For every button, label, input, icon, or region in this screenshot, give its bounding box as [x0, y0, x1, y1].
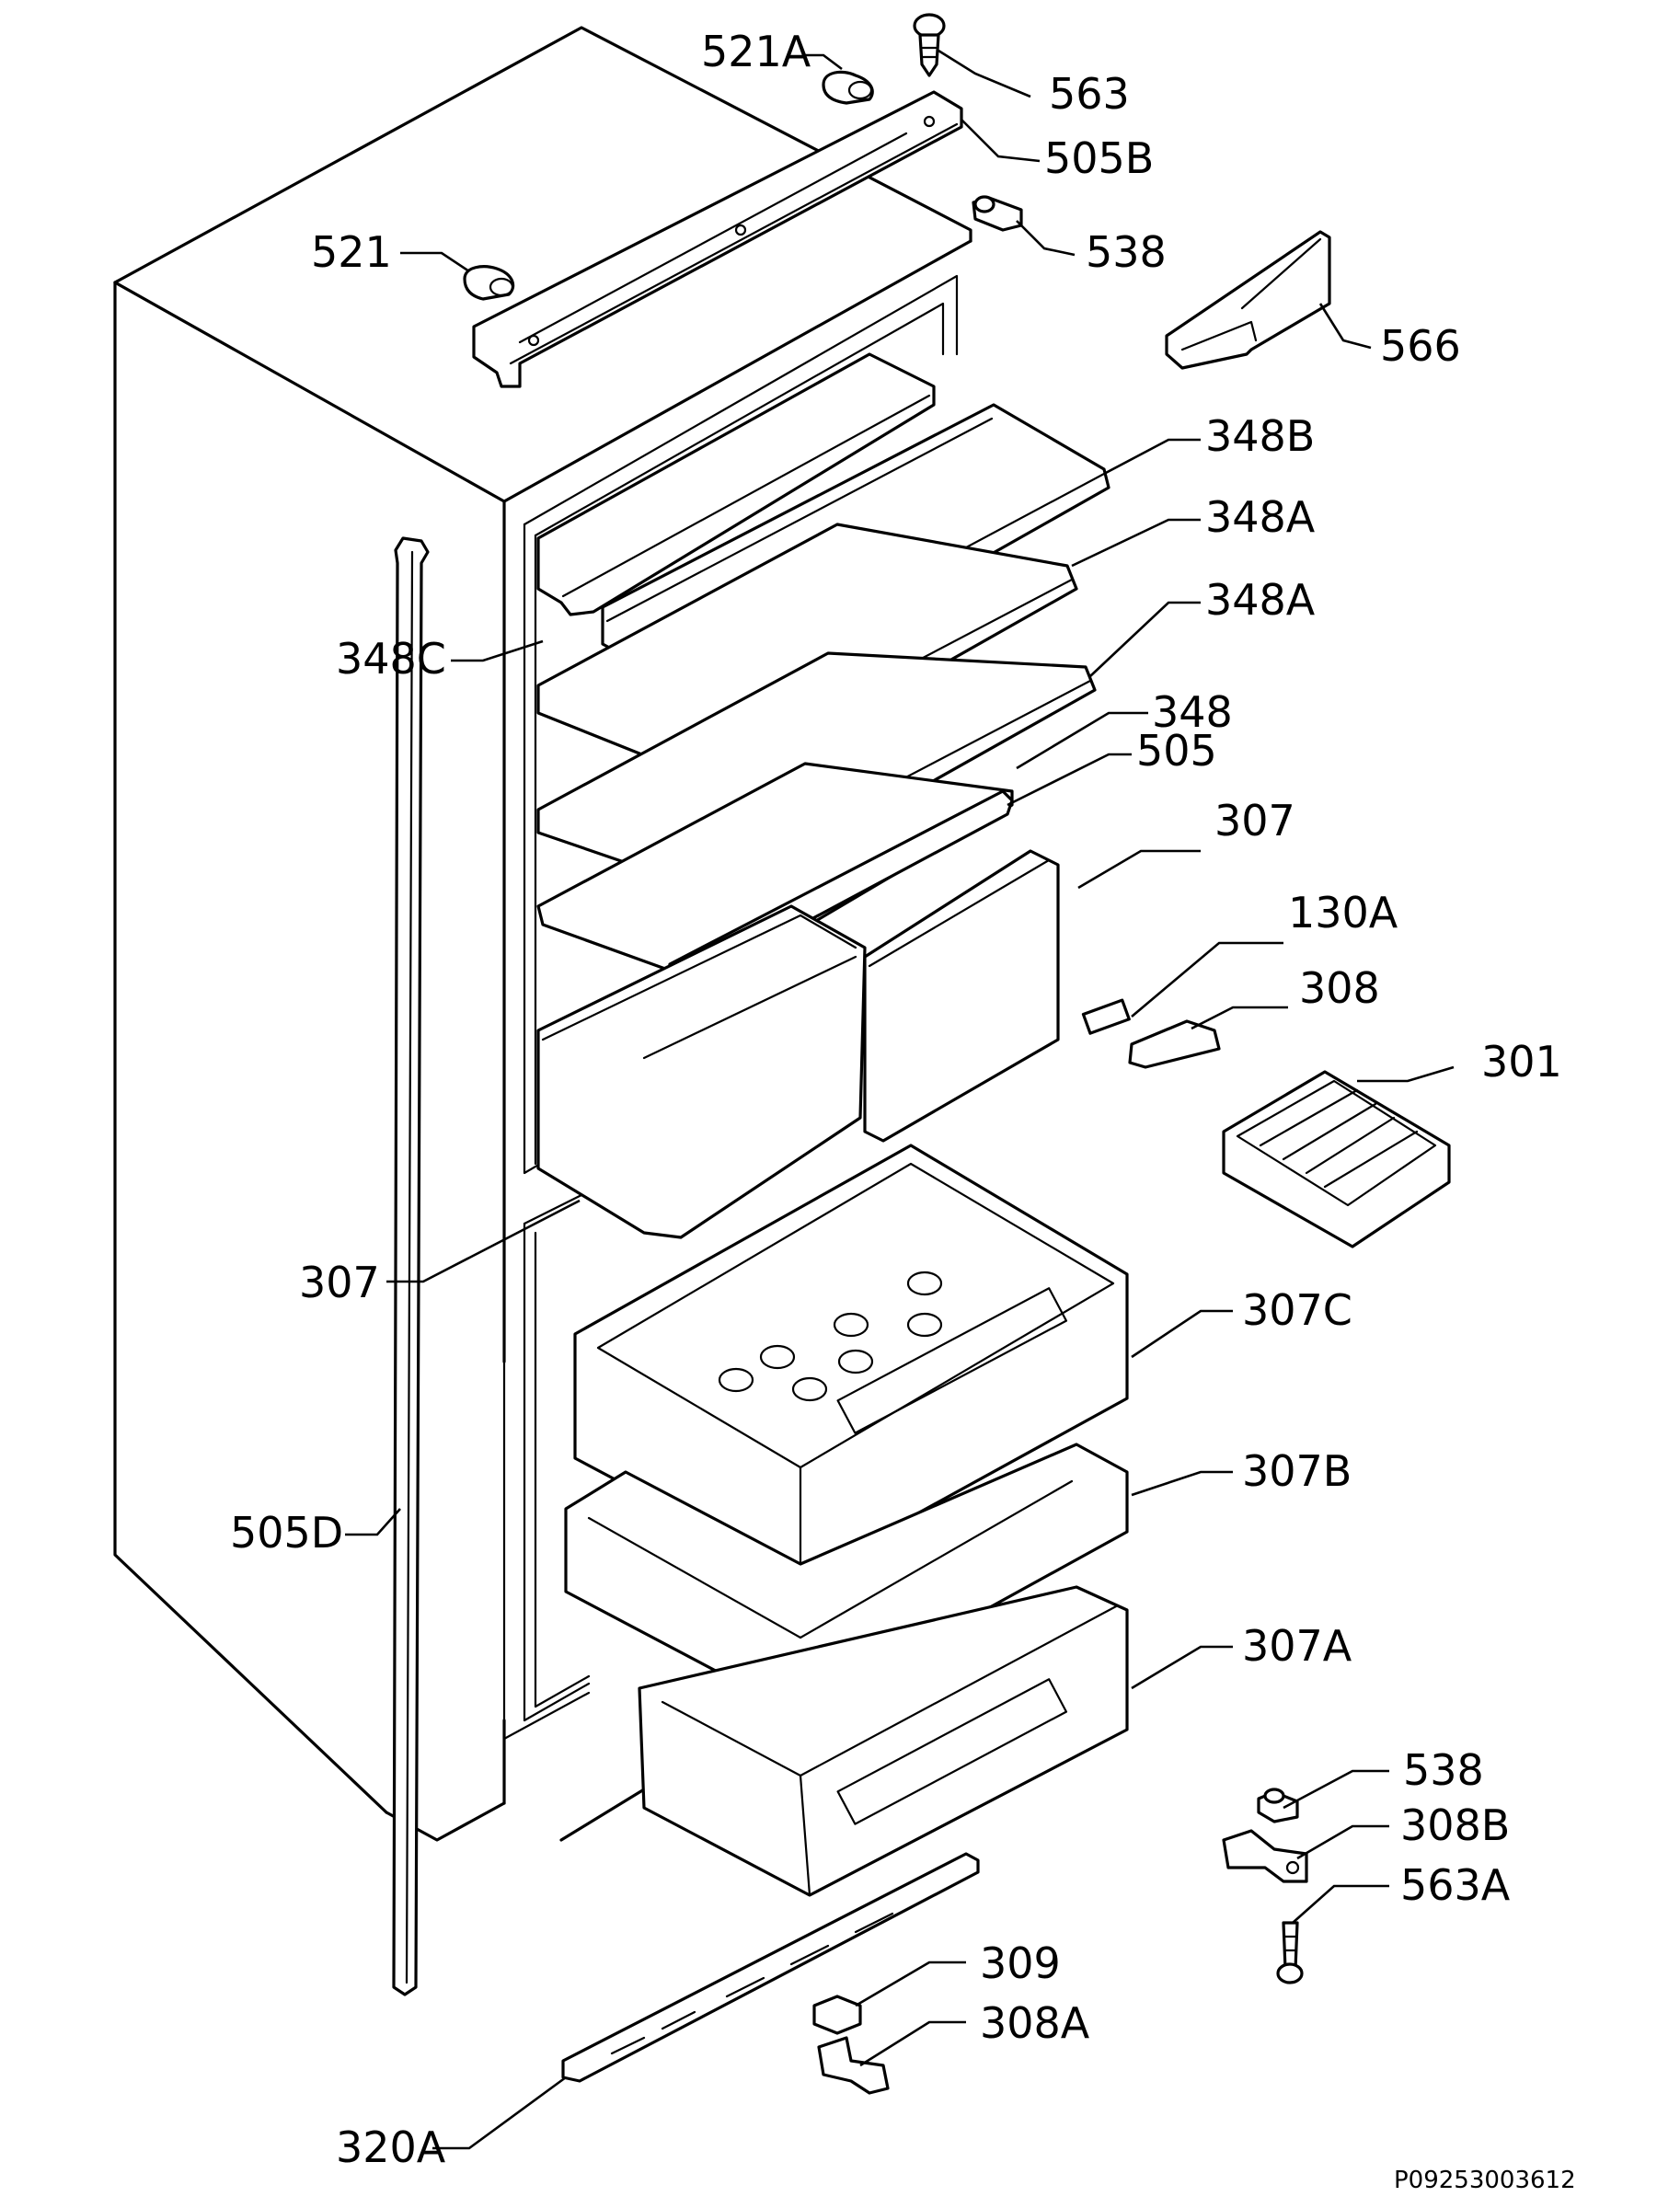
freezer-drawer-307A [638, 1585, 1129, 1897]
label-521: 521 [311, 227, 392, 277]
label-307B: 307B [1242, 1446, 1352, 1496]
label-348B: 348B [1205, 411, 1315, 461]
label-538-bottom: 538 [1403, 1745, 1484, 1795]
label-563: 563 [1049, 69, 1130, 119]
label-301: 301 [1481, 1037, 1562, 1087]
side-trim-strip-505D [392, 536, 430, 1996]
label-505D: 505D [230, 1508, 343, 1558]
label-307-left: 307 [299, 1258, 380, 1307]
refrigerator-cabinet [113, 26, 972, 1842]
ice-tray-301 [1222, 1070, 1451, 1248]
label-505B: 505B [1044, 133, 1154, 183]
hinge-308B [1222, 1829, 1308, 1883]
cap-521 [463, 265, 515, 301]
label-348A-2: 348A [1205, 575, 1316, 625]
bottom-rail-320A [561, 1852, 980, 2083]
pin-563 [913, 13, 946, 77]
bracket-566 [1165, 230, 1331, 370]
cap-521A [822, 70, 874, 105]
label-563A: 563A [1400, 1860, 1511, 1910]
reference-code: P09253003612 [1394, 2167, 1576, 2194]
label-320A: 320A [336, 2122, 446, 2172]
hinge-308 [1128, 1019, 1221, 1069]
label-130A: 130A [1288, 888, 1398, 937]
label-505: 505 [1136, 726, 1217, 776]
part-labels: 521A 563 505B 538 521 566 348B 348A 348A… [230, 27, 1576, 2194]
label-309: 309 [980, 1938, 1061, 1988]
label-308: 308 [1299, 963, 1380, 1013]
clip-130A [1081, 998, 1131, 1035]
label-348A-1: 348A [1205, 492, 1316, 542]
crisper-drawer-307-right [863, 849, 1060, 1143]
label-307C: 307C [1242, 1285, 1352, 1335]
label-307-right: 307 [1214, 796, 1295, 845]
freezer-drawer-307C [573, 1144, 1129, 1580]
label-348C: 348C [336, 634, 446, 684]
label-521A: 521A [701, 27, 811, 76]
bracket-308A [817, 2036, 890, 2095]
label-307A: 307A [1242, 1621, 1352, 1671]
leader-lines [345, 49, 1455, 2150]
hinge-pin-538-bottom [1257, 1788, 1299, 1823]
label-308B: 308B [1400, 1800, 1510, 1850]
block-309 [812, 1995, 862, 2035]
label-566: 566 [1380, 321, 1461, 371]
top-rail-505B [472, 90, 963, 388]
freezer-drawer-307B [564, 1443, 1129, 1722]
glass-shelf-348C [536, 352, 936, 616]
label-538-top: 538 [1086, 227, 1167, 277]
crisper-drawer-307-left [536, 904, 867, 1239]
screw-563A [1276, 1921, 1304, 1984]
label-308A: 308A [980, 1998, 1090, 2048]
hinge-pin-538-top [972, 195, 1023, 232]
label-348: 348 [1152, 687, 1233, 737]
